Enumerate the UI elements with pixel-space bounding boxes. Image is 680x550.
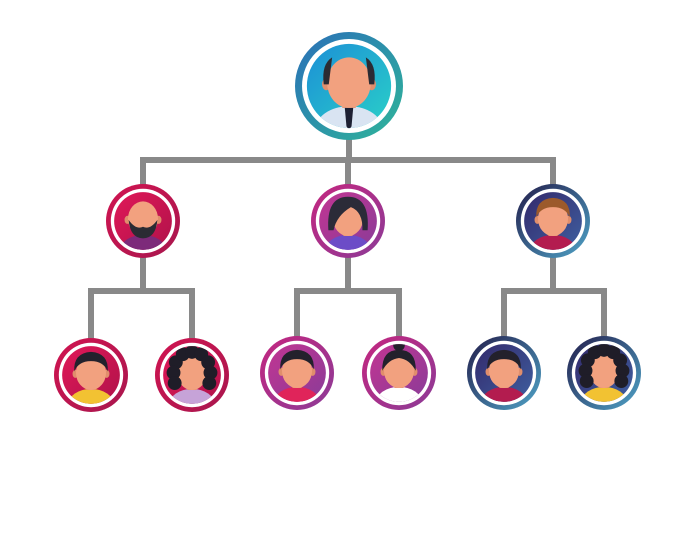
shirt: [375, 386, 423, 402]
hair: [328, 196, 368, 231]
hair: [536, 197, 570, 218]
avatar-figure: [166, 346, 218, 404]
hair: [280, 349, 314, 370]
shirt: [315, 106, 383, 129]
connector-manager-middle: [294, 253, 402, 341]
face: [383, 353, 415, 389]
connector-ceo: [140, 135, 556, 189]
face: [537, 201, 569, 237]
hair: [201, 355, 216, 370]
face: [176, 355, 208, 391]
hair: [487, 349, 521, 370]
connector-lines: [88, 135, 607, 343]
shirt: [273, 386, 321, 402]
avatar-figure: [324, 196, 372, 250]
tie: [344, 107, 354, 129]
hair: [382, 349, 416, 371]
shirt: [168, 388, 216, 404]
face: [75, 355, 107, 391]
hair: [614, 374, 629, 389]
young-man-avatar-icon: [54, 338, 128, 412]
hair: [74, 351, 108, 372]
hair: [167, 376, 182, 391]
shirt: [480, 386, 528, 402]
curly-hair-woman-avatar-icon: [567, 336, 641, 410]
face: [588, 353, 620, 389]
bearded-man-avatar-icon: [106, 184, 180, 258]
bald-man-with-tie-avatar-icon: [295, 32, 403, 140]
hair: [393, 344, 405, 352]
hair: [166, 365, 181, 380]
connector-manager-right: [501, 253, 607, 341]
connector-manager-left: [88, 253, 195, 343]
avatar-figure: [480, 349, 528, 402]
woman-with-bun-avatar-icon: [362, 336, 436, 410]
face: [281, 353, 313, 389]
avatar-figure: [578, 344, 630, 402]
man-avatar-icon: [467, 336, 541, 410]
face: [488, 353, 520, 389]
hair: [365, 57, 375, 85]
avatar-nodes: [54, 32, 641, 412]
hair: [613, 353, 628, 368]
curly-hair-woman-avatar-icon: [155, 338, 229, 412]
avatar-figure: [529, 197, 577, 250]
shirt: [67, 388, 115, 404]
hair: [323, 57, 333, 85]
avatar-figure: [119, 201, 167, 250]
hair: [578, 363, 593, 378]
man-avatar-icon: [260, 336, 334, 410]
beard: [128, 219, 158, 239]
shirt: [529, 234, 577, 250]
shirt: [119, 234, 167, 250]
hair: [579, 374, 594, 389]
woman-avatar-icon: [311, 184, 385, 258]
avatar-figure: [67, 351, 115, 404]
face: [327, 57, 371, 108]
man-with-stubble-avatar-icon: [516, 184, 590, 258]
shirt: [324, 234, 372, 250]
hair: [203, 365, 218, 380]
avatar-figure: [375, 344, 423, 402]
hair: [615, 363, 630, 378]
shirt: [580, 386, 628, 402]
hair: [202, 376, 217, 391]
avatar-figure: [315, 57, 383, 129]
avatar-figure: [273, 349, 321, 402]
